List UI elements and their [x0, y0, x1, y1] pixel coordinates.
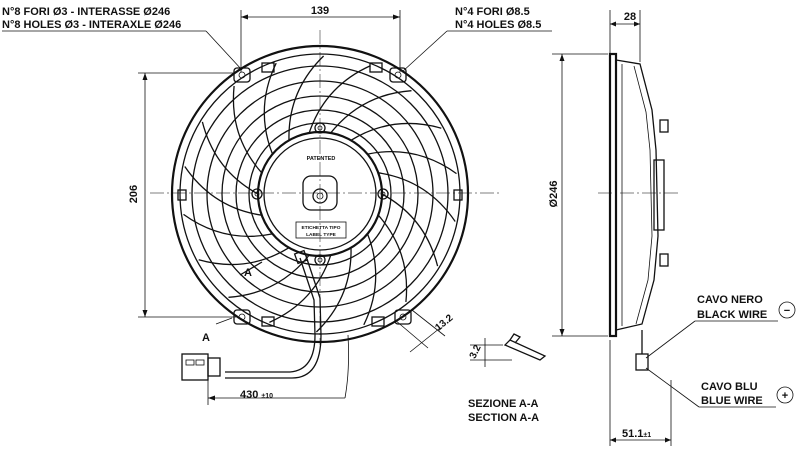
large-holes-it: N°4 FORI Ø8.5: [455, 6, 530, 18]
grille-spoke: [228, 254, 310, 298]
dimension-28: 28: [609, 10, 641, 62]
grille-spoke: [232, 85, 263, 174]
side-view: [598, 52, 680, 371]
dimension-206-text: 206: [128, 185, 140, 203]
large-holes-en: N°4 HOLES Ø8.5: [455, 19, 541, 31]
grille-spoke: [350, 122, 442, 141]
section-title-en: SECTION A-A: [468, 412, 539, 424]
grille-spoke: [184, 166, 262, 216]
power-cable: [225, 257, 316, 373]
grille-spoke: [363, 233, 377, 326]
motor-shaft: [312, 188, 328, 204]
motor-hub: [256, 130, 384, 258]
section-title-it: SEZIONE A-A: [468, 398, 539, 410]
side-motor-body: [653, 159, 665, 231]
dimension-206: 206: [128, 72, 236, 318]
patented-text: PATENTED: [307, 156, 336, 162]
wire-connector: [181, 353, 209, 381]
grille-spoke: [201, 121, 259, 195]
grille-spoke: [198, 247, 290, 266]
black-wire-en: BLACK WIRE: [697, 309, 767, 321]
black-wire-it: CAVO NERO: [697, 294, 763, 306]
section-mark-lower: A: [202, 332, 210, 344]
dimension-139-text: 139: [311, 5, 329, 17]
motor-shaft-center: [316, 192, 324, 200]
side-boss-top: [659, 119, 669, 133]
positive-terminal-symbol: [776, 386, 794, 404]
grille-spoke: [378, 172, 456, 222]
grille-spoke: [263, 62, 277, 155]
dimension-139: 139: [240, 5, 401, 72]
grille-spoke: [288, 55, 325, 141]
large-holes-callout: N°4 FORI Ø8.5 N°4 HOLES Ø8.5: [401, 6, 552, 73]
dimension-28-text: 28: [624, 11, 636, 23]
side-frame-flange: [608, 52, 618, 338]
dimension-51-1-text: 51.1±1: [622, 428, 651, 440]
blue-wire-en: BLUE WIRE: [701, 395, 763, 407]
section-line: [239, 261, 263, 276]
label-type-en: LABEL TYPE: [306, 232, 337, 238]
power-cable-outline: [225, 255, 322, 379]
dimension-246-text: Ø246: [548, 181, 560, 208]
dimension-430: 430 ±10: [207, 334, 349, 405]
side-boss-bottom: [659, 253, 669, 267]
grille-spoke: [183, 213, 273, 237]
connector-pin-1: [185, 359, 195, 366]
grille-spoke: [308, 65, 371, 134]
side-cable-exit: [635, 353, 649, 371]
label-plate: [295, 221, 347, 239]
black-wire-callout: CAVO NERO BLACK WIRE −: [645, 294, 796, 359]
fan-housing-outer: [170, 44, 470, 344]
side-housing-profile: [615, 59, 659, 331]
grille-spoke: [381, 193, 439, 267]
grille-spoke: [330, 90, 412, 134]
grille-spokes: [183, 55, 457, 333]
negative-terminal-symbol: [778, 301, 796, 319]
blue-wire-callout: CAVO BLU BLUE WIRE +: [645, 367, 794, 408]
front-view: PATENTED ETICHETTA TIPO LABEL TYPE: [150, 30, 500, 381]
section-profile: [503, 339, 547, 361]
blue-wire-it: CAVO BLU: [701, 381, 758, 393]
dimension-51-1: 51.1±1: [609, 340, 672, 446]
connector-pin-2: [195, 359, 205, 366]
fan-housing-inner: [179, 53, 461, 335]
dimension-430-text: 430 ±10: [240, 389, 273, 401]
cable-grommet: [293, 249, 309, 265]
small-holes-en: N°8 HOLES Ø3 - INTERAXLE Ø246: [2, 19, 181, 31]
grille-spoke: [377, 214, 408, 303]
side-inner-profile: [633, 65, 653, 325]
motor-shaft-cap: [302, 175, 338, 211]
minus-sign: −: [784, 305, 790, 317]
label-type-it: ETICHETTA TIPO: [302, 225, 341, 231]
section-a-a-view: 3.2 SEZIONE A-A SECTION A-A: [468, 333, 547, 424]
hub-bosses: [251, 122, 389, 266]
section-mark-upper: A: [244, 267, 252, 279]
small-holes-callout: N°8 FORI Ø3 - INTERASSE Ø246 N°8 HOLES Ø…: [2, 6, 243, 71]
small-holes-it: N°8 FORI Ø3 - INTERASSE Ø246: [2, 6, 170, 18]
dimension-13-2-text: 13.2: [433, 312, 455, 333]
plus-sign: +: [782, 390, 788, 402]
dimension-246: Ø246: [548, 53, 608, 337]
section-line-lower: [215, 317, 233, 325]
section-profile-tab: [509, 333, 522, 344]
grille-spoke: [269, 254, 332, 323]
grille-spoke: [315, 247, 352, 333]
dimension-3-2-text: 3.2: [468, 343, 484, 361]
wire-connector-latch: [207, 357, 221, 377]
grille-spoke: [367, 151, 457, 175]
motor-hub-inner: [263, 137, 377, 251]
